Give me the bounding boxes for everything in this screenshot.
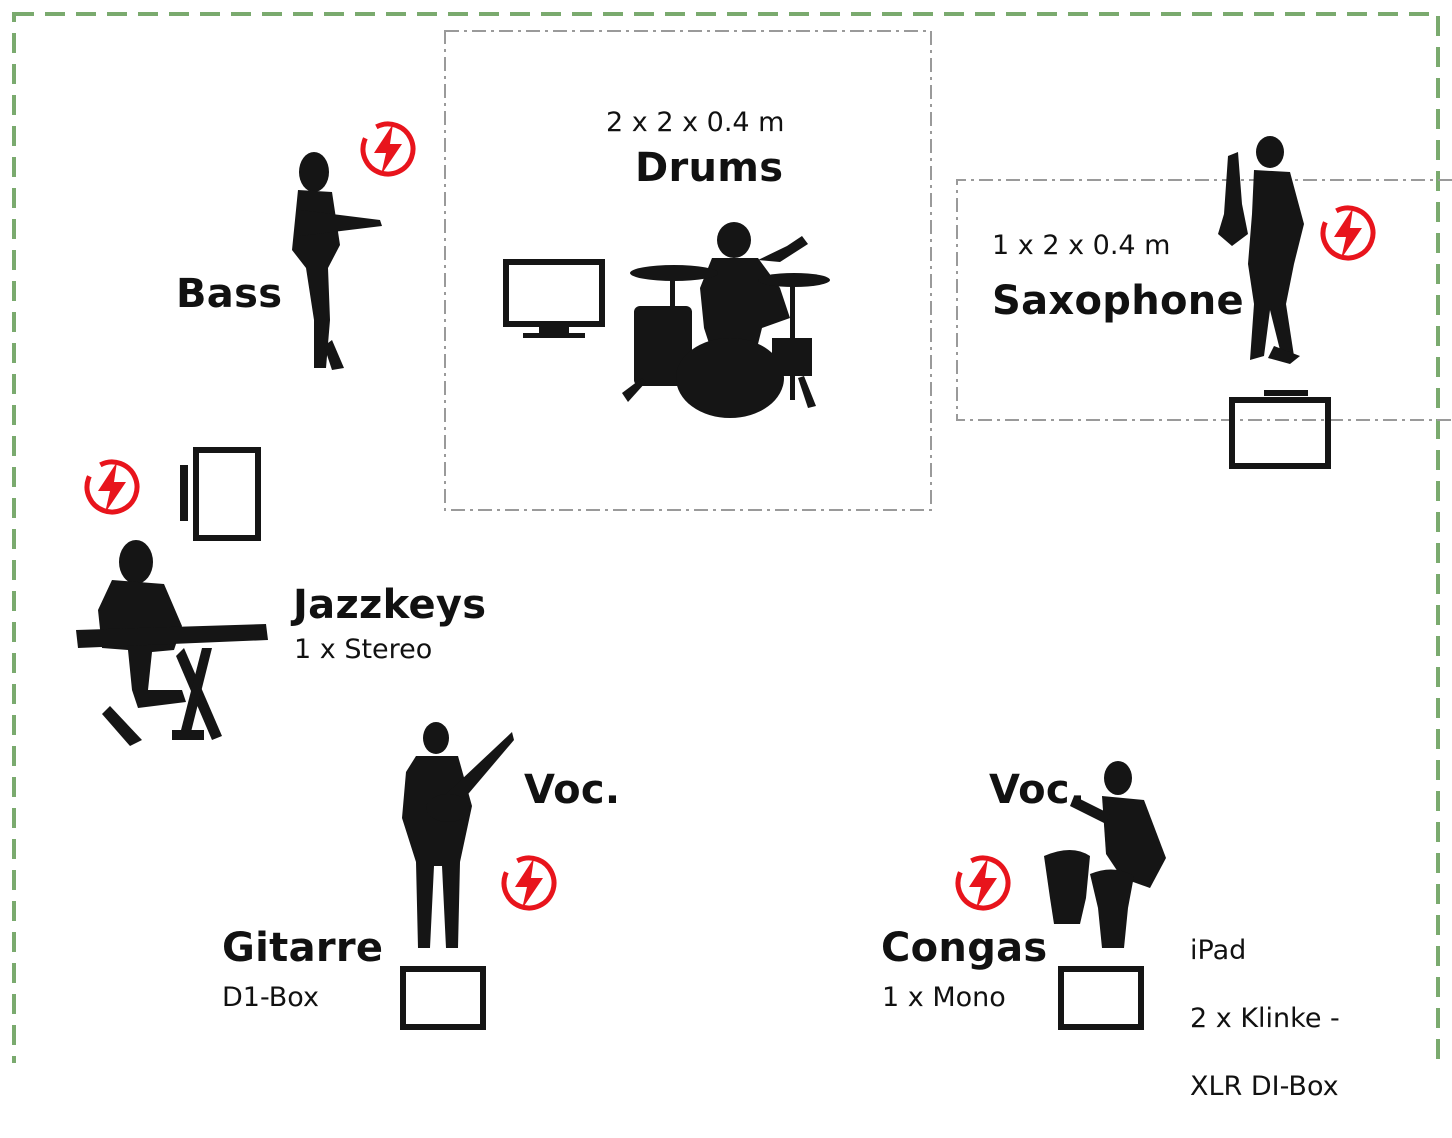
wedge-monitor-icon — [1058, 966, 1144, 1030]
monitor-icon — [180, 447, 261, 541]
gitarre-label: Gitarre — [222, 925, 384, 971]
ipad-note-line1: iPad — [1190, 935, 1247, 967]
wedge-monitor-icon — [1229, 390, 1331, 469]
conga-player-silhouette — [1044, 761, 1166, 948]
ipad-note-line3: XLR DI-Box — [1190, 1071, 1339, 1103]
saxophone-player-silhouette — [1218, 136, 1304, 364]
power-lightning-icon — [84, 459, 140, 515]
power-lightning-icon — [1320, 205, 1376, 261]
saxophone-riser — [956, 179, 1452, 421]
congas-detail: 1 x Mono — [882, 982, 1006, 1013]
drum-riser — [444, 30, 932, 511]
gitarre-vocal-label: Voc. — [524, 767, 621, 813]
gitarre-detail: D1-Box — [222, 982, 319, 1013]
power-lightning-icon — [360, 121, 416, 177]
guitar-player-silhouette — [402, 722, 514, 948]
saxophone-dimensions: 1 x 2 x 0.4 m — [992, 230, 1171, 261]
ipad-note: iPad 2 x Klinke - XLR DI-Box — [1190, 900, 1340, 1138]
power-lightning-icon — [955, 855, 1011, 911]
drummer-silhouette — [622, 222, 830, 418]
monitor-icon — [503, 259, 605, 338]
congas-vocal-label: Voc. — [989, 767, 1086, 813]
jazzkeys-label: Jazzkeys — [293, 582, 487, 628]
drums-dimensions: 2 x 2 x 0.4 m — [606, 107, 785, 138]
jazzkeys-detail: 1 x Stereo — [294, 634, 433, 665]
drums-label: Drums — [635, 145, 784, 191]
bass-player-silhouette — [292, 152, 382, 370]
congas-label: Congas — [881, 925, 1048, 971]
bass-label: Bass — [176, 271, 283, 317]
stage-plan: 2 x 2 x 0.4 m Drums — [12, 12, 1452, 1102]
keyboard-player-silhouette — [76, 540, 268, 746]
wedge-monitor-icon — [400, 966, 486, 1030]
stage-outline — [12, 12, 1440, 1063]
saxophone-label: Saxophone — [992, 278, 1244, 324]
ipad-note-line2: 2 x Klinke - — [1190, 1003, 1340, 1035]
power-lightning-icon — [501, 855, 557, 911]
